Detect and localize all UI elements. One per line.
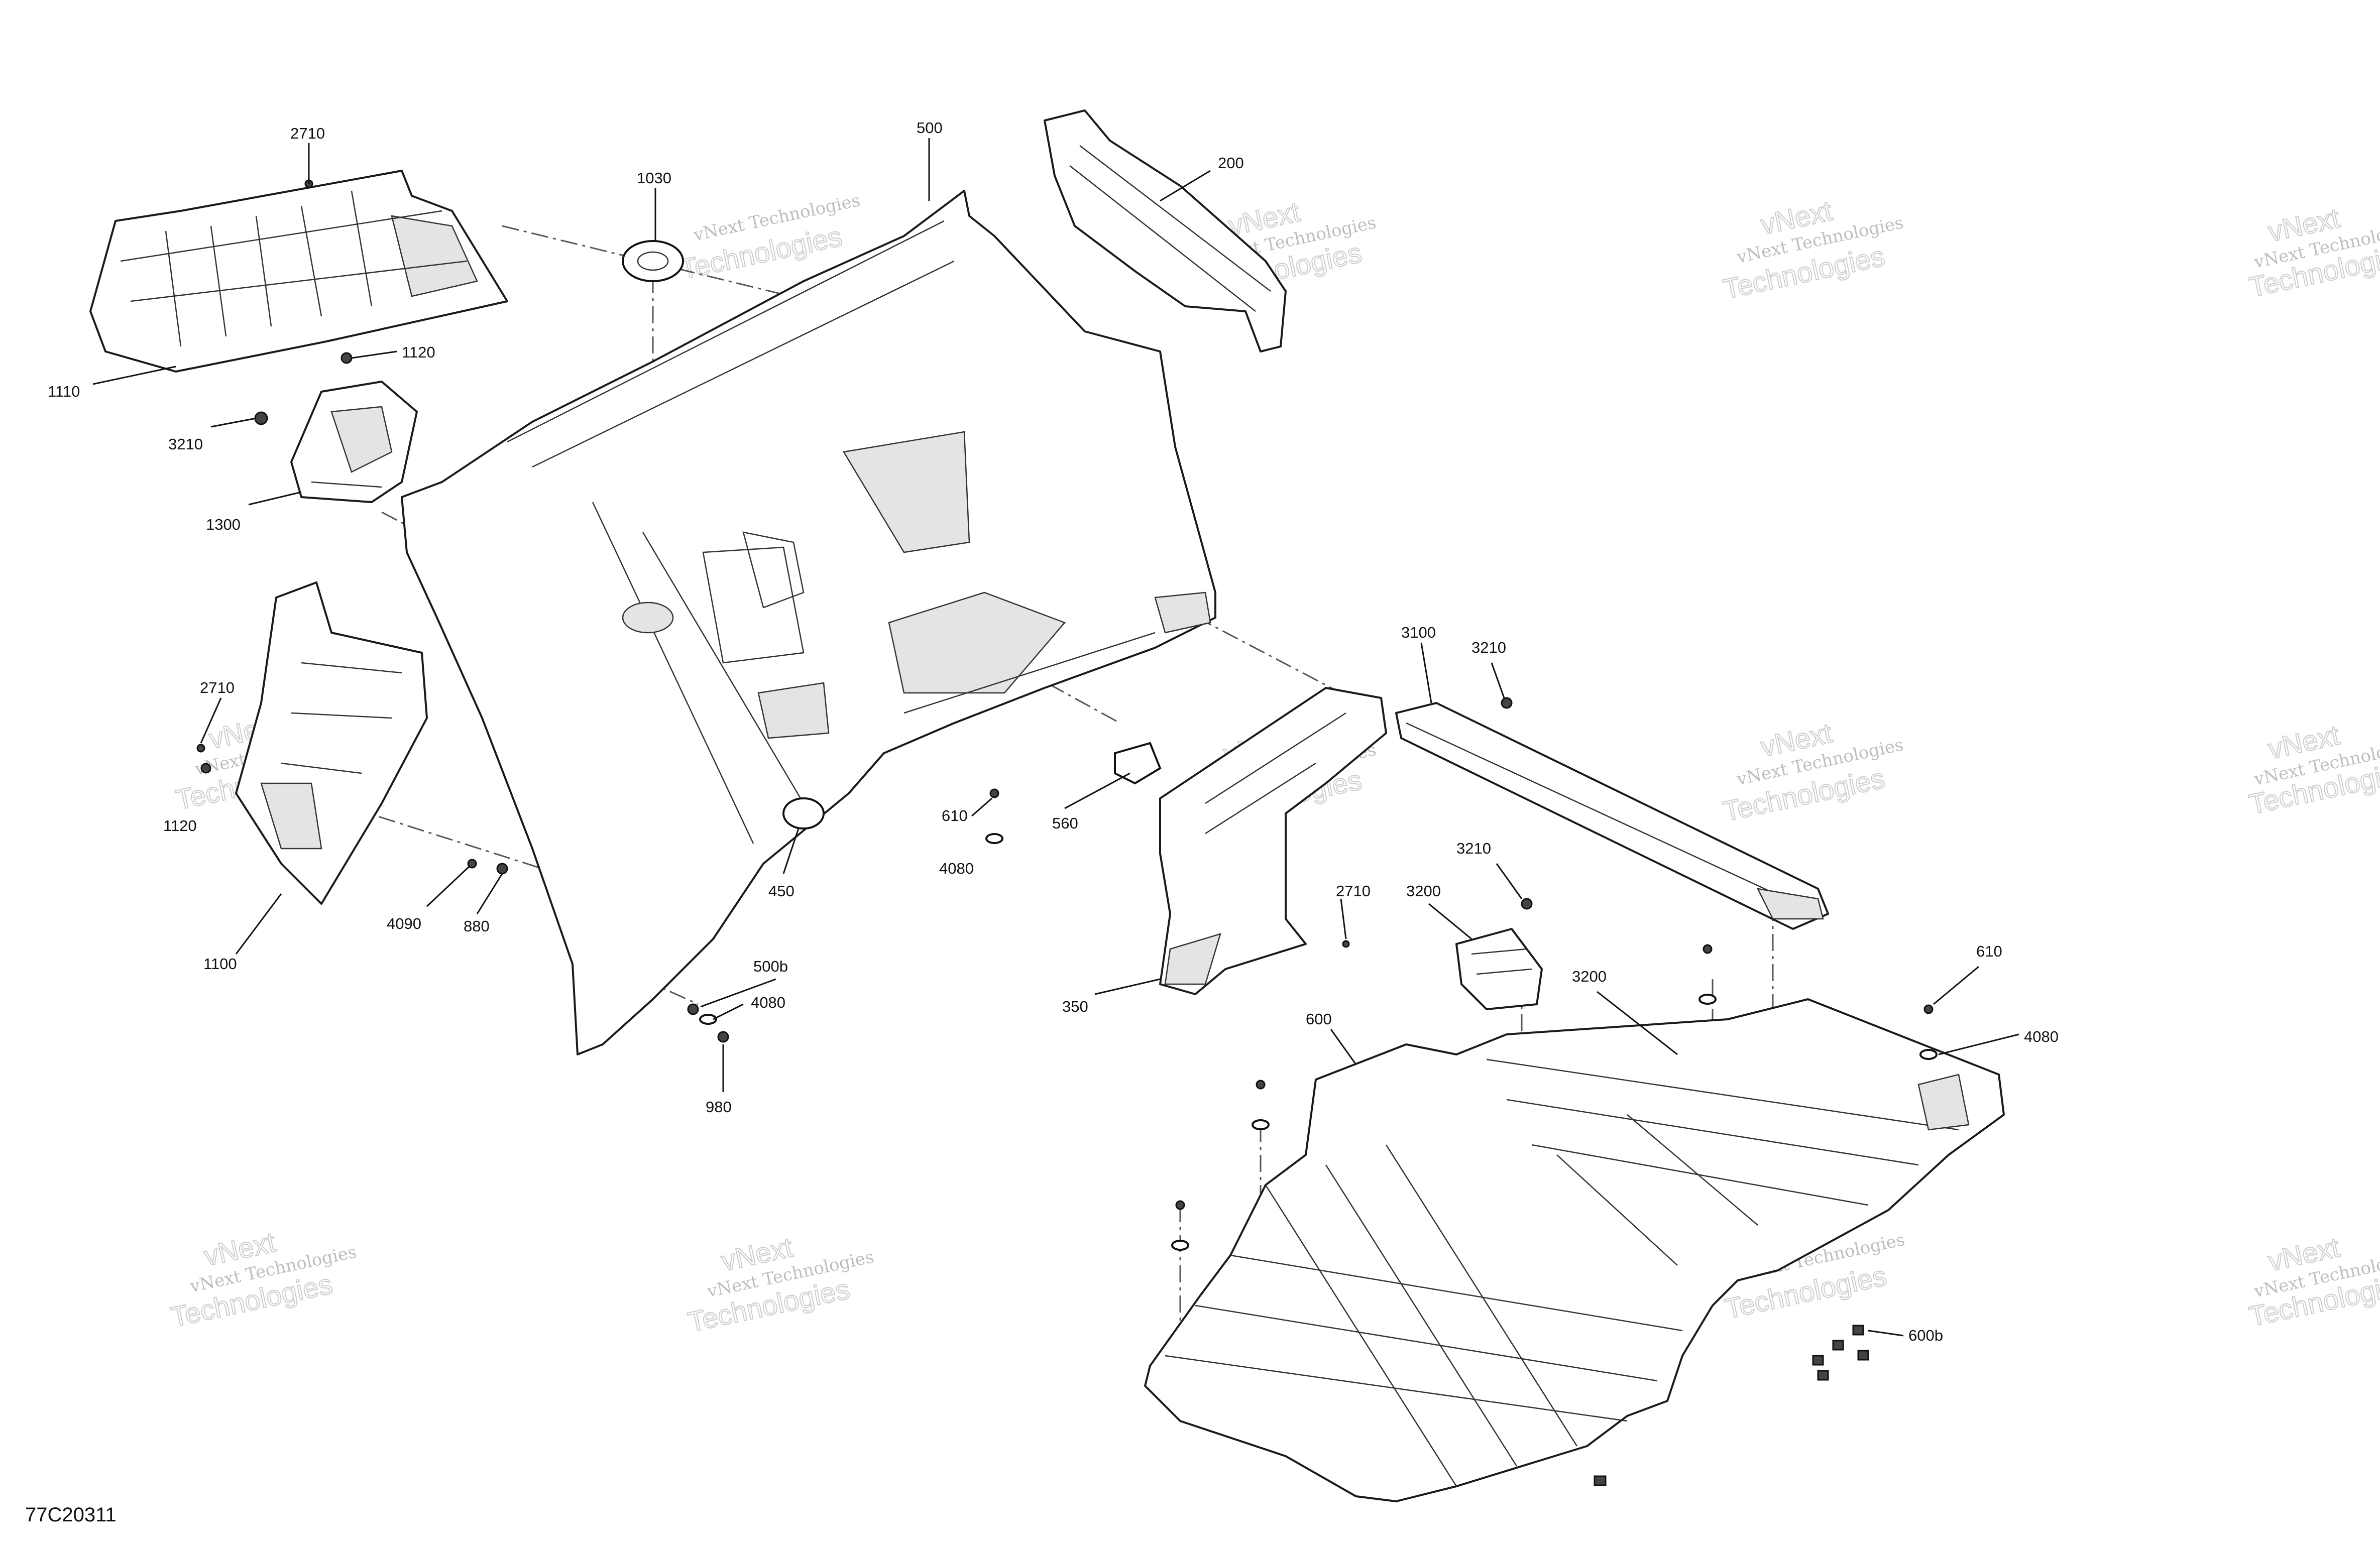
callout-450: 450 <box>768 882 795 900</box>
fastener-2710 <box>196 744 205 753</box>
callout-3210-top: 3210 <box>1471 639 1506 656</box>
callout-3100: 3100 <box>1401 624 1436 641</box>
callout-4080: 4080 <box>939 860 974 877</box>
callout-3200: 3200 <box>1406 882 1441 900</box>
callout-3200-right: 3200 <box>1572 968 1607 985</box>
callout-2710: 2710 <box>290 125 325 142</box>
callout-3210-mid: 3210 <box>1456 840 1491 857</box>
washer-4080 <box>1919 1049 1938 1060</box>
watermark: vNext vNext Technologies Technologies <box>2246 1231 2380 1333</box>
fastener <box>1256 1080 1266 1090</box>
part-450-plug <box>782 797 825 829</box>
callout-500: 500 <box>917 119 943 137</box>
watermark: vNext vNext Technologies Technologies <box>2246 719 2380 821</box>
nut-600b <box>1817 1370 1829 1381</box>
part-350-panel <box>1159 687 1387 995</box>
callout-200: 200 <box>1218 154 1244 172</box>
fastener-980 <box>717 1031 729 1043</box>
callout-500b: 500b <box>753 958 788 975</box>
watermark: vNext vNext Technologies Technologies <box>1720 717 1905 828</box>
watermark: vNext vNext Technologies Technologies <box>167 1226 358 1334</box>
fastener-500b <box>687 1003 699 1015</box>
nut-600b <box>1857 1350 1869 1361</box>
callout-880: 880 <box>464 917 490 935</box>
callout-1120-left: 1120 <box>163 817 197 835</box>
washer-4080 <box>985 833 1003 844</box>
fastener-4090 <box>467 859 477 869</box>
callout-4090: 4090 <box>387 915 421 932</box>
callout-600b: 600b <box>1908 1327 1943 1344</box>
washer <box>1171 1240 1189 1251</box>
nut-600b <box>1812 1355 1824 1366</box>
nut <box>1594 1475 1607 1486</box>
callout-1110: 1110 <box>48 383 80 400</box>
callout-labels: 2710 1110 1120 3210 1300 1030 500 200 27… <box>48 119 2059 1344</box>
callout-610: 610 <box>942 807 968 824</box>
callout-350: 350 <box>1062 998 1088 1015</box>
fastener-880 <box>496 863 508 875</box>
callout-600: 600 <box>1306 1010 1332 1028</box>
part-3200-bracket-a <box>1455 928 1543 1010</box>
nut-600b <box>1852 1325 1864 1336</box>
part-1030-plug <box>622 240 684 282</box>
callout-3210: 3210 <box>168 435 203 453</box>
callout-4080-right: 4080 <box>2024 1028 2059 1045</box>
fastener-2710 <box>1342 940 1350 948</box>
fastener <box>1703 944 1713 954</box>
part-500-firewall <box>401 190 1216 1055</box>
washer-4080 <box>699 1014 717 1025</box>
callout-1030: 1030 <box>637 169 671 187</box>
fastener-1120 <box>200 763 211 774</box>
callout-560: 560 <box>1052 814 1078 832</box>
callout-1100: 1100 <box>203 955 237 973</box>
drawing-number: 77C20311 <box>25 1504 117 1526</box>
part-560-clip <box>1114 742 1162 785</box>
callout-2710-right: 2710 <box>1336 882 1371 900</box>
part-3100-rail <box>1395 702 1829 930</box>
leader-lines <box>92 138 2019 1337</box>
callout-1300: 1300 <box>206 516 241 533</box>
fastener-610 <box>989 788 999 798</box>
part-1110-tray <box>89 170 508 373</box>
watermark: vNext vNext Technologies Technologies <box>685 1231 875 1339</box>
watermark: vNext vNext Technologies Technologies <box>1720 194 1905 306</box>
callout-1120: 1120 <box>402 343 435 361</box>
part-200-bar <box>1044 109 1287 352</box>
hardware <box>196 179 1938 1486</box>
part-600-floor <box>1144 998 2005 1502</box>
watermark: vNext vNext Technologies Technologies <box>2246 201 2380 304</box>
callout-610-right: 610 <box>1976 942 2002 960</box>
callout-2710-left: 2710 <box>200 679 235 696</box>
fastener-610 <box>1923 1004 1934 1014</box>
fastener-3210 <box>254 411 268 425</box>
fastener-1120 <box>341 352 353 364</box>
nut-600b <box>1832 1340 1844 1351</box>
fastener <box>1175 1200 1185 1210</box>
washer <box>1698 994 1717 1005</box>
part-1100-panel <box>235 581 428 905</box>
callout-980: 980 <box>706 1098 732 1116</box>
fastener-3210 <box>1521 898 1533 910</box>
part-1300-duct <box>290 381 418 503</box>
washer <box>1252 1119 1270 1130</box>
fastener-3210 <box>1501 697 1513 709</box>
callout-4080-lower: 4080 <box>751 994 785 1011</box>
